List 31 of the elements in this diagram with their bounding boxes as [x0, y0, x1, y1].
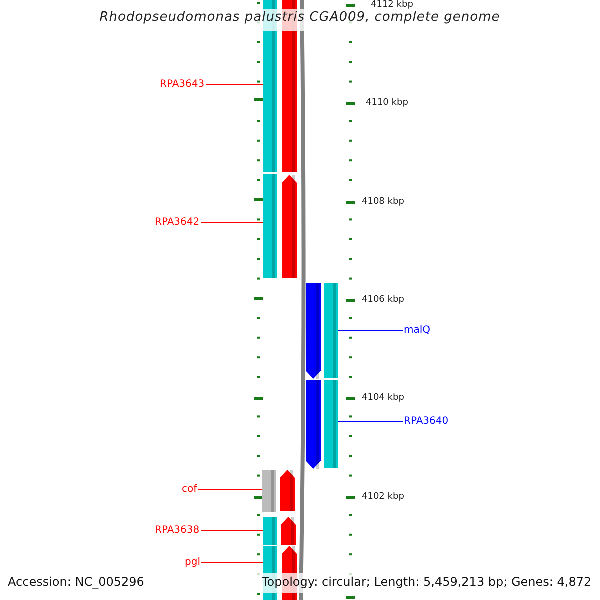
gene-label: RPA3642	[155, 217, 200, 229]
gene-bar	[324, 380, 338, 468]
scale-label: 4104 kbp	[362, 393, 404, 404]
leader-line	[206, 84, 264, 86]
coding-sequence-block	[282, 175, 297, 278]
map-title: Rhodopseudomonas palustris CGA009, complete genome	[100, 10, 500, 25]
gene-label: malQ	[404, 325, 431, 337]
gene-label: RPA3638	[155, 525, 200, 537]
gene-bar	[324, 283, 338, 378]
scale-label: 4102 kbp	[362, 492, 404, 503]
gene-label: RPA3643	[160, 79, 205, 91]
genome-info-text: Topology: circular; Length: 5,459,213 bp; Genes: 4,872	[262, 575, 592, 589]
coding-sequence-block	[280, 470, 295, 511]
coding-sequence-block	[306, 380, 321, 469]
leader-line	[200, 222, 264, 224]
gene-bar	[263, 174, 277, 278]
scale-label: 4106 kbp	[362, 295, 404, 306]
coding-sequence-block	[281, 517, 296, 545]
gene-bar	[262, 470, 276, 512]
accession-text: Accession: NC_005296	[8, 575, 144, 589]
gene-bar	[263, 517, 277, 545]
leader-line	[200, 562, 264, 564]
gene-label: RPA3640	[404, 416, 449, 428]
gene-label: cof	[182, 484, 198, 496]
scale-label: 4110 kbp	[366, 98, 408, 109]
leader-line	[338, 330, 404, 332]
coding-sequence-block	[306, 283, 321, 379]
leader-line	[200, 530, 264, 532]
gene-label: pgl	[185, 557, 200, 569]
scale-label: 4112 kbp	[371, 0, 414, 11]
scale-label: 4108 kbp	[362, 197, 404, 208]
